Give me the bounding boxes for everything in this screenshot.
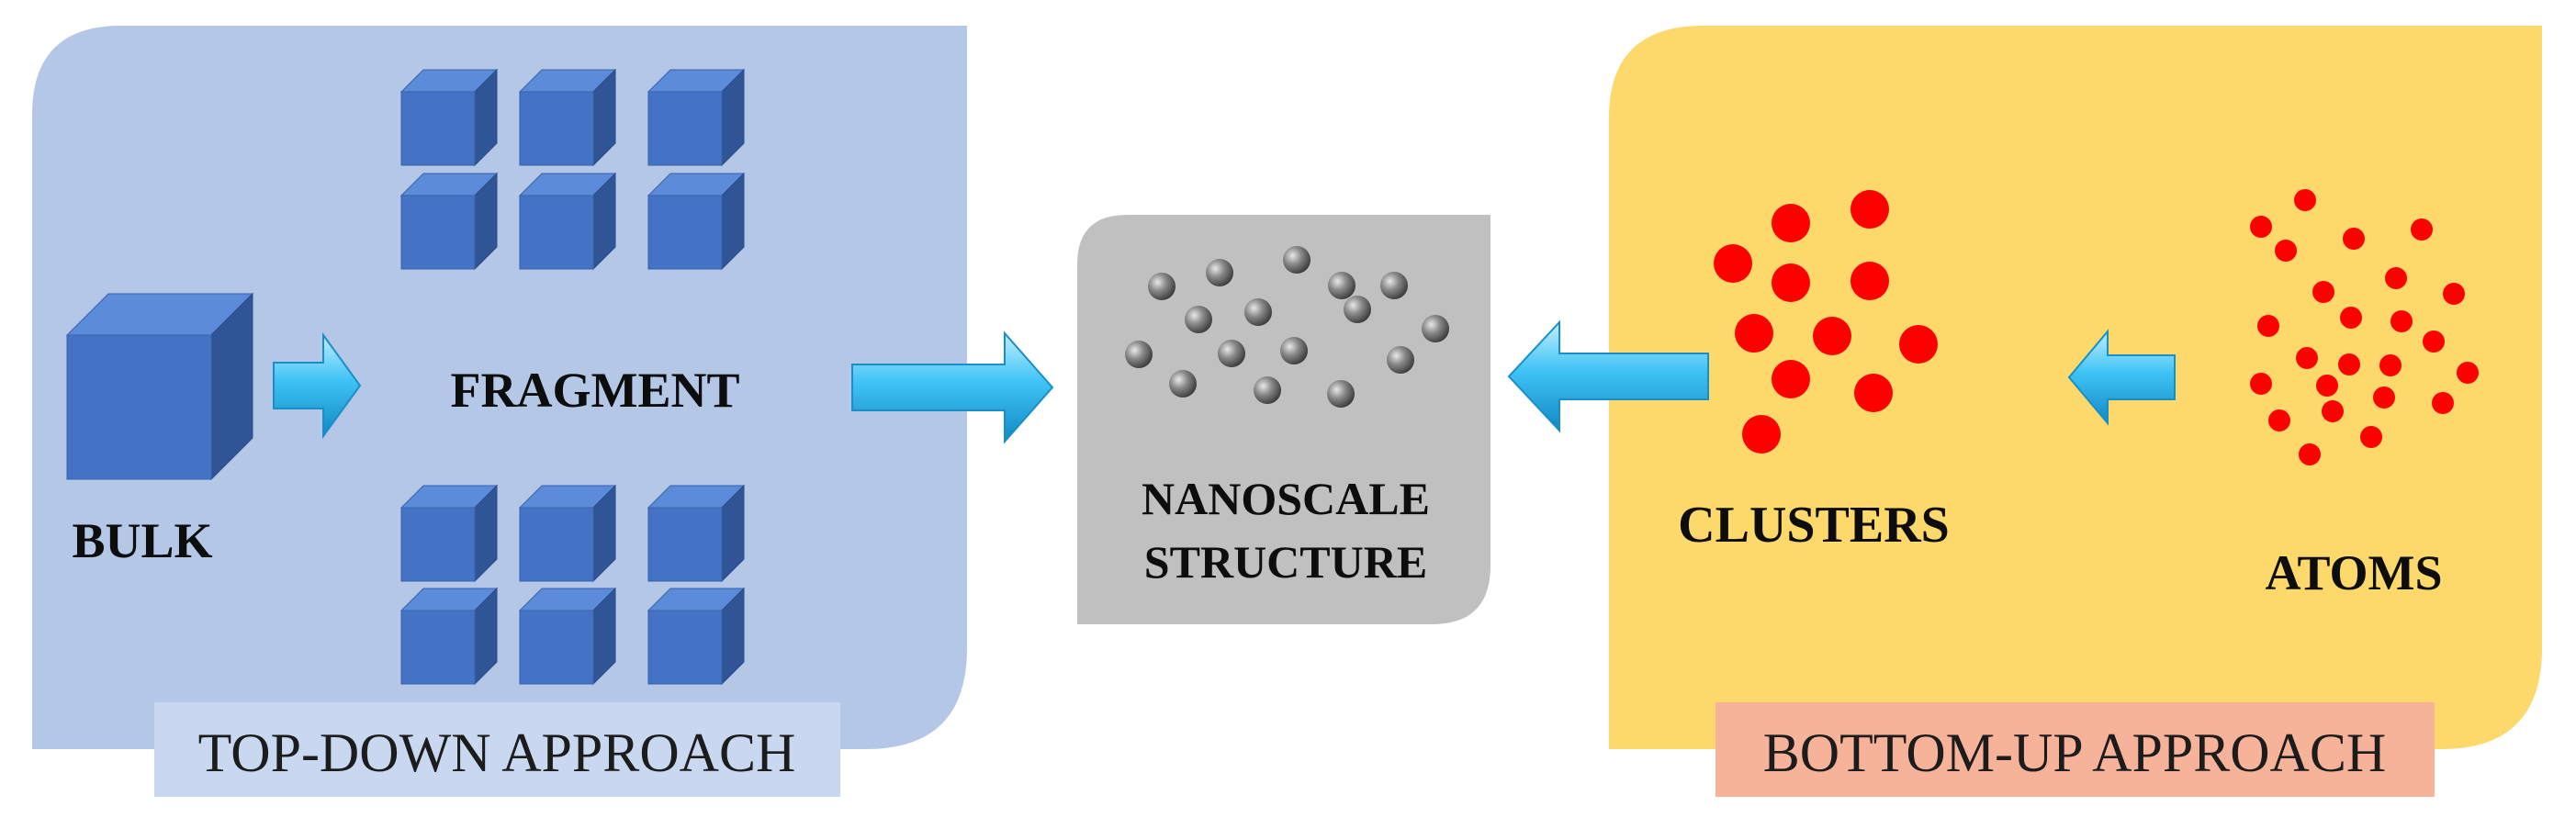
fragment-cube-icon — [518, 172, 617, 271]
atom-dot — [2457, 362, 2479, 384]
atom-dot — [2322, 400, 2344, 422]
nanoparticle-sphere-icon — [1148, 273, 1176, 300]
atom-dot — [2294, 189, 2316, 211]
cluster-dot — [1714, 244, 1752, 283]
cluster-dot — [1813, 317, 1851, 355]
nanoparticle-sphere-icon — [1283, 246, 1310, 274]
cluster-dot — [1735, 314, 1773, 353]
cluster-dot — [1772, 360, 1810, 398]
atoms-to-clusters-arrow-icon — [2067, 329, 2176, 426]
fragment-cube-icon — [518, 68, 617, 167]
atom-dot — [2360, 426, 2382, 448]
fragment-cube-icon — [518, 587, 617, 686]
arrows-group — [273, 319, 2176, 444]
atoms-group — [2250, 189, 2479, 465]
cluster-dot — [1899, 325, 1938, 364]
nanoparticle-sphere-icon — [1254, 376, 1281, 404]
nanoparticle-sphere-icon — [1344, 296, 1371, 323]
atom-dot — [2338, 353, 2360, 375]
atom-dot — [2390, 310, 2413, 332]
nanoparticle-sphere-icon — [1185, 306, 1212, 333]
cluster-dot — [1772, 204, 1810, 242]
atom-dot — [2432, 392, 2454, 414]
nanoscale-label-line1: NANOSCALE — [1142, 473, 1430, 524]
atom-dot — [2296, 347, 2318, 369]
fragment-to-nanoscale-arrow-icon — [851, 330, 1054, 444]
bottom-up-approach-label: BOTTOM-UP APPROACH — [1763, 723, 2387, 783]
bottom-up-approach-box: BOTTOM-UP APPROACH — [1715, 702, 2435, 797]
atom-dot — [2411, 218, 2433, 241]
atoms-label: ATOMS — [2265, 545, 2442, 600]
clusters-label: CLUSTERS — [1678, 497, 1950, 554]
top-down-approach-label: TOP-DOWN APPROACH — [198, 723, 796, 783]
nanoparticle-sphere-icon — [1327, 380, 1355, 408]
atom-dot — [2373, 386, 2395, 409]
atom-dot — [2385, 267, 2407, 289]
atom-dot — [2250, 216, 2272, 238]
bulk-label: BULK — [72, 513, 212, 568]
bottom-up-panel — [1609, 26, 2542, 749]
cluster-dot — [1742, 415, 1781, 454]
atom-dot — [2443, 283, 2465, 305]
atom-dot — [2379, 354, 2402, 376]
fragment-cube-icon — [647, 172, 746, 271]
atom-dot — [2423, 330, 2445, 353]
nanoparticle-sphere-icon — [1422, 315, 1449, 342]
nanoscale-label-line2: STRUCTURE — [1144, 536, 1427, 588]
bottom-up-approach-box-bg — [1715, 702, 2435, 797]
nanoparticle-sphere-icon — [1244, 298, 1272, 326]
bulk-to-fragment-arrow-icon — [273, 331, 362, 440]
atom-dot — [2299, 443, 2321, 465]
bulk-cube-icon — [65, 292, 254, 481]
bulk-cube-front — [65, 292, 254, 481]
fragment-cube-icon — [399, 172, 499, 271]
atom-dot — [2312, 281, 2334, 303]
cluster-dot — [1772, 263, 1810, 302]
nanoparticle-sphere-icon — [1328, 272, 1355, 299]
nanoparticle-sphere-icon — [1280, 337, 1308, 364]
atom-dot — [2275, 240, 2297, 262]
nanoparticle-sphere-icon — [1380, 272, 1408, 299]
nanoscale-panel — [1077, 215, 1490, 624]
cube-grid-bottom — [399, 484, 746, 686]
nanoparticle-sphere-icon — [1169, 370, 1197, 398]
nanoscale-panel-bg — [1077, 215, 1490, 624]
cube-grid-top — [399, 68, 746, 271]
atom-dot — [2340, 307, 2362, 329]
nanoparticle-sphere-icon — [1206, 259, 1233, 286]
nanoparticle-sphere-icon — [1218, 340, 1245, 367]
fragment-cube-icon — [399, 68, 499, 167]
fragment-cube-icon — [647, 587, 746, 686]
fragment-label: FRAGMENT — [451, 363, 740, 418]
fragment-cube-icon — [647, 68, 746, 167]
fragment-cube-icon — [647, 484, 746, 583]
cluster-dot — [1854, 374, 1893, 412]
fragment-cube-icon — [399, 587, 499, 686]
nanoparticles-group — [1125, 246, 1449, 408]
atom-dot — [2268, 409, 2290, 431]
cluster-dot — [1850, 262, 1889, 300]
atom-dot — [2343, 228, 2365, 250]
atom-dot — [2316, 375, 2338, 397]
atom-dot — [2257, 315, 2279, 337]
nanoparticle-sphere-icon — [1125, 341, 1153, 368]
atom-dot — [2250, 373, 2272, 395]
clusters-group — [1714, 190, 1938, 454]
top-down-approach-box-bg — [154, 702, 840, 797]
nanoparticle-sphere-icon — [1387, 346, 1414, 374]
fragment-cube-icon — [399, 484, 499, 583]
cluster-dot — [1850, 190, 1889, 229]
top-down-approach-box: TOP-DOWN APPROACH — [154, 702, 840, 797]
bottom-up-panel-bg — [1609, 26, 2542, 749]
fragment-cube-icon — [518, 484, 617, 583]
clusters-to-nanoscale-arrow-icon — [1507, 319, 1709, 433]
